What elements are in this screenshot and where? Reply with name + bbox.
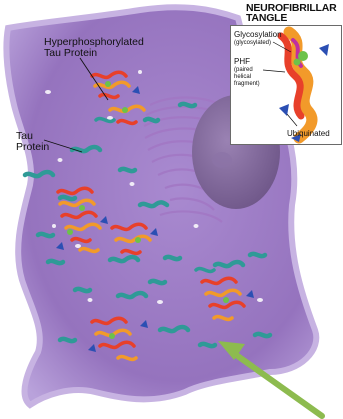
glycosylation-label: Glycosylation: [234, 31, 282, 39]
ubiquinated-label: Ubiquinated: [287, 130, 330, 138]
neurofibrillary-tangle-inset: Glycosylation (glycosylated) PHF (paired…: [230, 25, 342, 145]
hyperphosphorylated-tau-label: Hyperphosphorylated Tau Protein: [44, 37, 144, 59]
phf-desc-line3: fragment): [234, 81, 260, 88]
glycosylation-icon: [298, 51, 308, 61]
phf-desc-line1: (paired: [234, 67, 253, 74]
phf-label: PHF: [234, 58, 250, 66]
phf-desc-line2: helical: [234, 74, 251, 81]
nucleolus: [212, 152, 232, 168]
tau-protein-label: Tau Protein: [16, 131, 49, 153]
inset-title: NEUROFIBRILLAR TANGLE: [246, 3, 337, 23]
hyperphosphorylated-label-line2: Tau Protein: [44, 48, 144, 59]
tau-label-line2: Protein: [16, 142, 49, 153]
inset-title-line2: TANGLE: [246, 13, 337, 23]
glycosylated-label: (glycosylated): [234, 40, 271, 47]
